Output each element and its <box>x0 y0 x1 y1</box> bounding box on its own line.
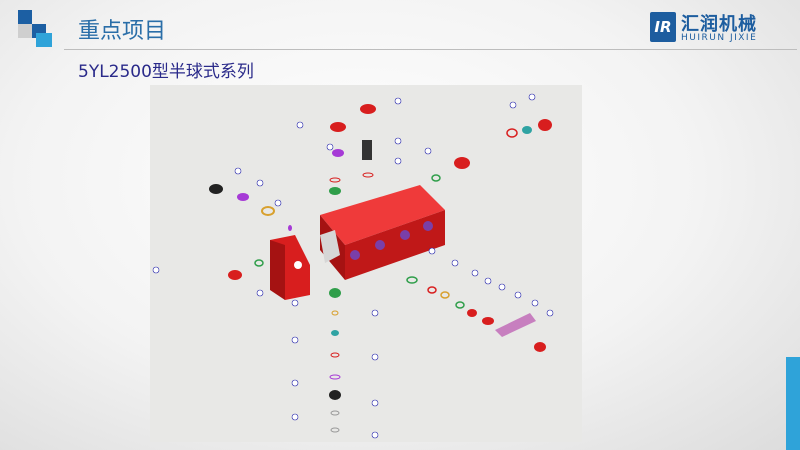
parts <box>209 104 552 433</box>
exploded-view-diagram <box>150 85 582 442</box>
brand-logo: IR 汇润机械 HUIRUN JIXIE <box>650 12 782 46</box>
exploded-view-svg <box>152 93 554 439</box>
brand-name-cn: 汇润机械 <box>681 14 757 35</box>
slide-subtitle: 5YL2500型半球式系列 <box>78 62 254 82</box>
brand-name-en: HUIRUN JIXIE <box>681 33 758 43</box>
callouts <box>152 93 554 439</box>
brand-badge-icon: IR <box>650 12 676 42</box>
header-divider <box>64 49 797 50</box>
side-accent-bar <box>786 357 800 450</box>
corner-logo-icon <box>0 0 60 50</box>
left-cover <box>270 235 310 300</box>
slide-title: 重点项目 <box>78 19 167 44</box>
pump-body <box>320 185 445 280</box>
slide-header: 重点项目 IR 汇润机械 HUIRUN JIXIE <box>0 0 800 52</box>
